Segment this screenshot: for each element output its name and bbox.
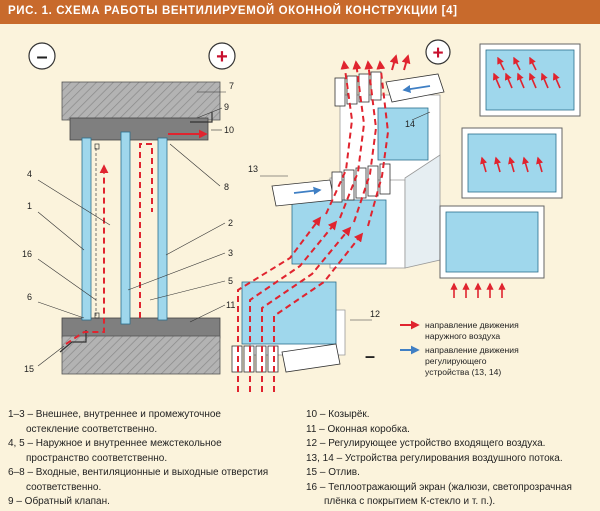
legend-item: 16 – Теплоотражающий экран (жалюзи, свет… — [306, 481, 572, 493]
airflow-in — [65, 164, 109, 345]
diagram-svg: 7 9 10 8 4 1 16 6 15 2 3 5 11 – + + – — [22, 39, 581, 392]
legend-item: остекление соответственно. — [26, 423, 158, 435]
legend-item: 10 – Козырёк. — [306, 409, 370, 420]
iso-airflow — [237, 60, 390, 392]
label-3: 3 — [228, 248, 233, 258]
legend-reg-line2: регулирующего — [425, 356, 487, 366]
legend-reg-line1: направление движения — [425, 345, 519, 355]
figure-title: РИС. 1. СХЕМА РАБОТЫ ВЕНТИЛИРУЕМОЙ ОКОНН… — [8, 5, 458, 17]
sign-minus-left: – — [28, 42, 56, 70]
label-2: 2 — [228, 218, 233, 228]
inner-glazing — [157, 137, 168, 321]
label-8: 8 — [224, 182, 229, 192]
svg-text:–: – — [365, 346, 375, 366]
lower-wall — [61, 335, 221, 375]
mode-frame-top — [479, 43, 581, 117]
legend-item: 6–8 – Входные, вентиляционные и выходные… — [8, 467, 269, 478]
label-14: 14 — [405, 119, 415, 129]
label-1: 1 — [27, 201, 32, 211]
legend-item: 12 – Регулирующее устройство входящего в… — [306, 438, 546, 449]
flow-device-14 — [334, 71, 445, 107]
label-12: 12 — [370, 309, 380, 319]
svg-text:–: – — [36, 46, 47, 68]
airflow-loop — [139, 143, 153, 318]
legend-right: 10 – Козырёк. 11 – Оконная коробка. 12 –… — [306, 409, 596, 511]
sign-plus-right: + — [425, 39, 451, 65]
legend-item: 13, 14 – Устройства регулирования воздуш… — [306, 452, 563, 464]
middle-glass-panel — [291, 199, 387, 265]
label-15: 15 — [24, 364, 34, 374]
label-4: 4 — [27, 169, 32, 179]
sign-minus-right: – — [365, 346, 375, 366]
legend-item: 15 – Отлив. — [306, 467, 360, 478]
diagram-area: 7 9 10 8 4 1 16 6 15 2 3 5 11 – + + – — [0, 24, 600, 400]
legend-left: 1–3 – Внешнее, внутреннее и промежуточно… — [8, 409, 298, 511]
arrow-legend: направление движения наружного воздуха н… — [400, 320, 519, 377]
label-10: 10 — [224, 125, 234, 135]
middle-glazing — [120, 131, 131, 325]
mode-frame-middle — [461, 127, 563, 199]
isometric-unit: 14 13 12 — [231, 54, 445, 392]
legend-reg-line3: устройства (13, 14) — [425, 367, 501, 377]
label-11: 11 — [226, 300, 235, 310]
legend-item: 1–3 – Внешнее, внутреннее и промежуточно… — [8, 409, 221, 420]
drip-sill — [59, 330, 87, 353]
outer-glazing — [81, 137, 92, 321]
legend-item: 11 – Оконная коробка. — [306, 423, 410, 435]
sign-plus-left: + — [208, 42, 236, 70]
label-6: 6 — [27, 292, 32, 302]
upper-frame — [69, 117, 209, 141]
window-section: 7 9 10 8 4 1 16 6 15 2 3 5 11 — [22, 81, 235, 375]
canopy — [190, 112, 213, 123]
legend-outer-line1: направление движения — [425, 320, 519, 330]
svg-text:+: + — [216, 46, 228, 68]
figure-header: РИС. 1. СХЕМА РАБОТЫ ВЕНТИЛИРУЕМОЙ ОКОНН… — [0, 0, 600, 24]
label-9: 9 — [224, 102, 229, 112]
lower-glass-panel — [241, 281, 337, 345]
label-13: 13 — [248, 164, 258, 174]
mode-frame-bottom — [439, 205, 545, 298]
svg-text:+: + — [432, 43, 443, 64]
legend-item: 4, 5 – Наружное и внутреннее межстекольн… — [8, 438, 222, 449]
legend-item: соответственно. — [26, 481, 102, 493]
legend-outer-line2: наружного воздуха — [425, 331, 500, 341]
label-7: 7 — [229, 81, 234, 91]
figure-legend: 1–3 – Внешнее, внутреннее и промежуточно… — [0, 400, 600, 507]
label-16: 16 — [22, 249, 32, 259]
legend-item: пространство соответственно. — [26, 452, 168, 464]
flow-device-13 — [271, 163, 391, 207]
upper-wall — [61, 81, 221, 121]
label-5: 5 — [228, 276, 233, 286]
